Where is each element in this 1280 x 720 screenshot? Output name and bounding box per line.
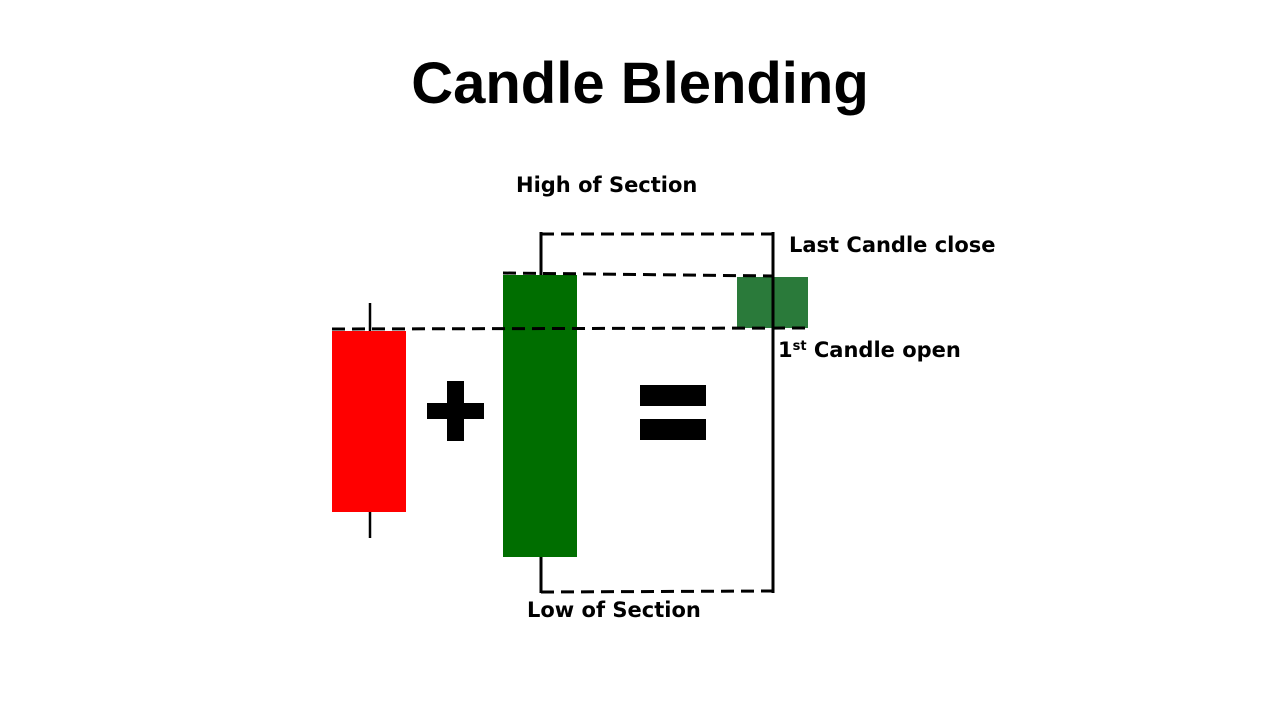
diagram-title: Candle Blending [411,51,869,116]
low-of-section-dashed-line [540,589,774,594]
high-of-section-label: High of Section [516,173,698,197]
first-candle-open-ordinal: st [792,339,807,354]
first-candle-open-label: 1st Candle open [778,338,961,362]
low-of-section-label: Low of Section [527,598,701,622]
plus-icon [427,381,484,441]
first-candle-open-text: Candle open [806,338,961,362]
section-bracket [539,232,775,593]
guide-lines [331,232,809,594]
last-candle-close-label: Last Candle close [789,233,996,257]
bearish-candle-body [332,331,406,512]
bullish-candle [503,275,577,557]
last-candle-close-dashed-line [502,271,774,278]
equals-icon [640,385,706,440]
bearish-candle [332,303,406,538]
bullish-candle-body [503,275,577,557]
first-candle-open-number: 1 [778,338,793,362]
